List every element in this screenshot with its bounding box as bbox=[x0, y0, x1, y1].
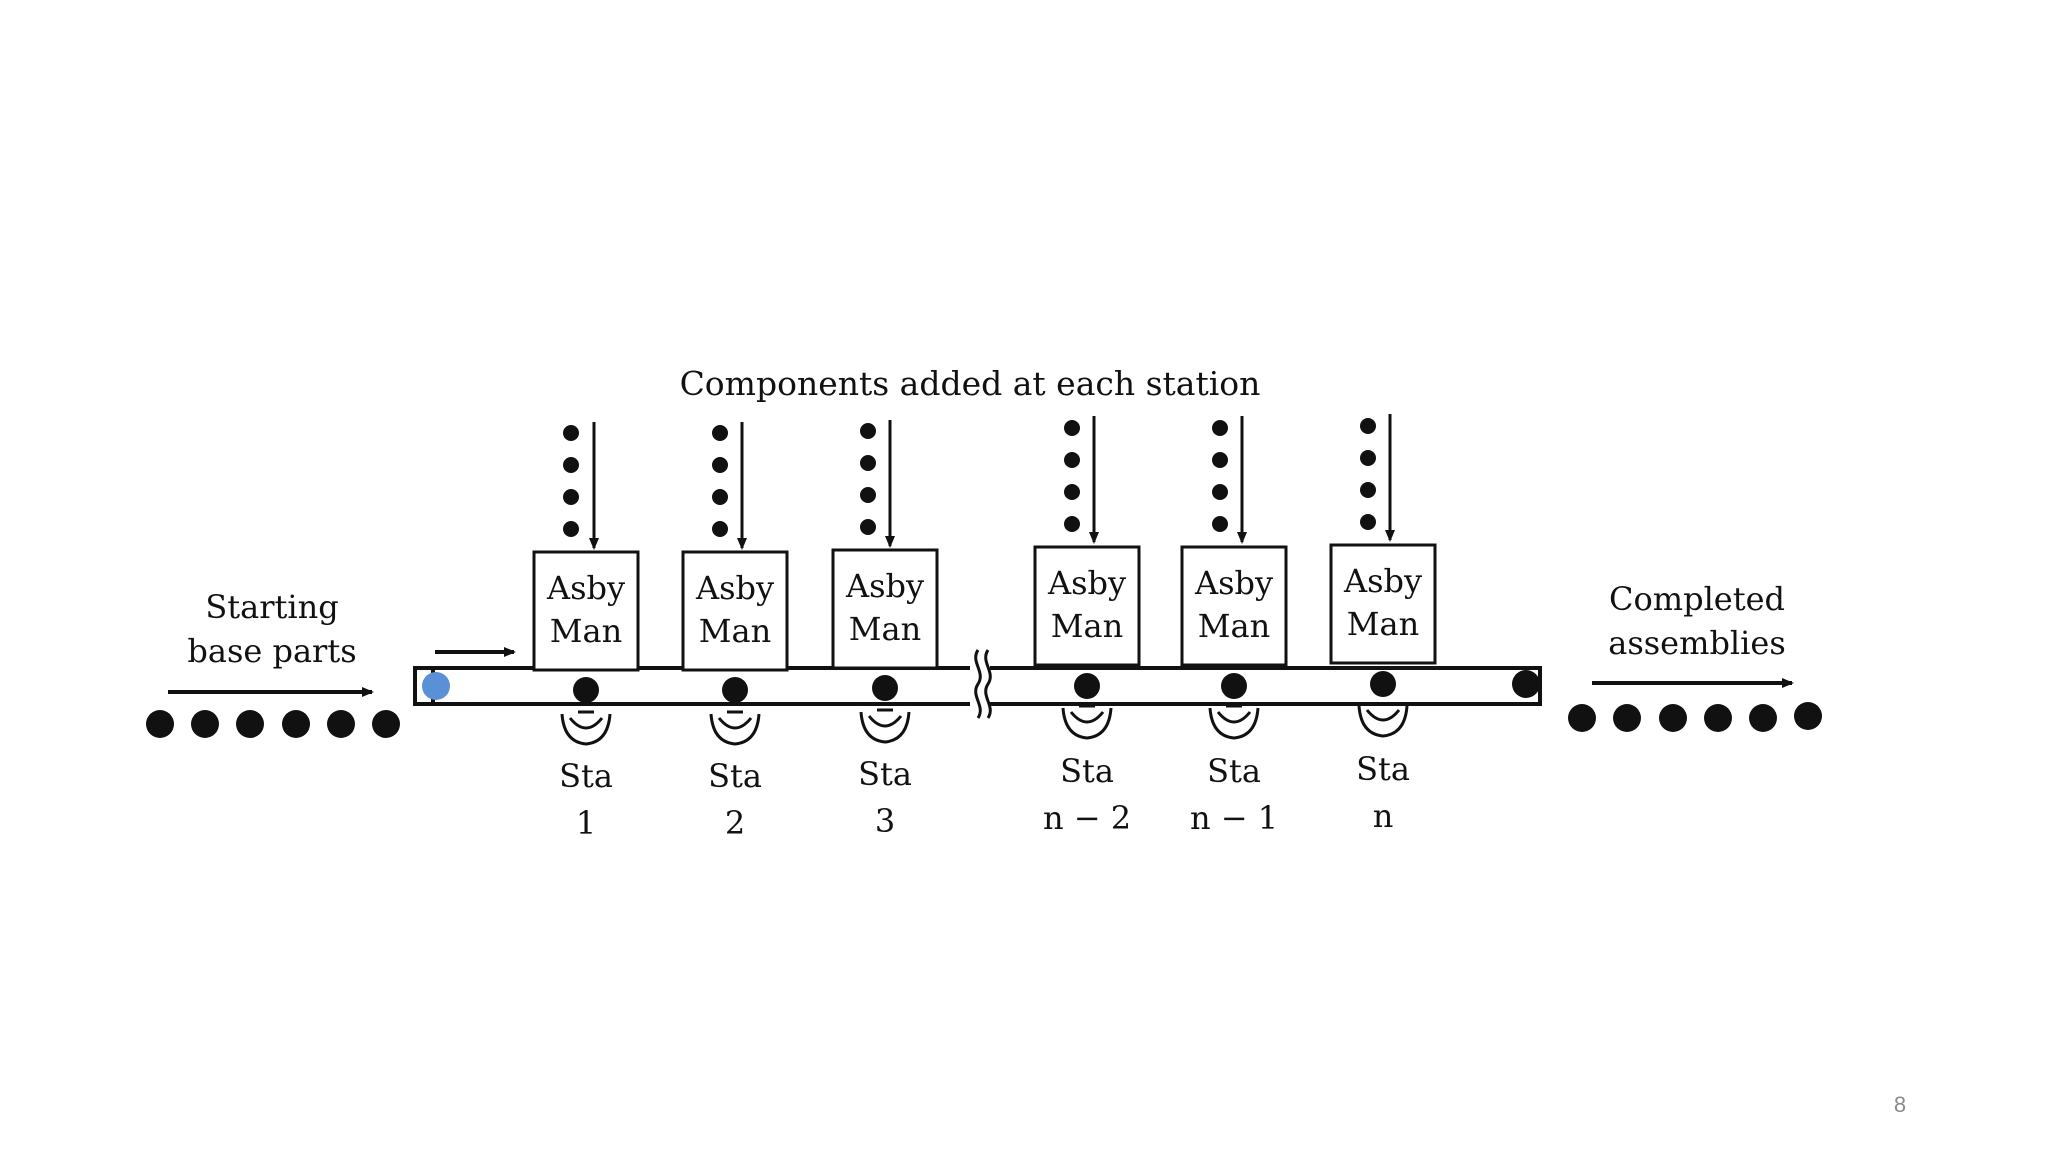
assembly-box bbox=[532, 550, 640, 672]
station-n: Asby Man Sta n bbox=[1329, 414, 1437, 835]
starting-parts bbox=[146, 710, 400, 738]
component-dot bbox=[563, 521, 579, 537]
station-3: Asby Man Sta 3 bbox=[831, 420, 939, 840]
base-part-dot bbox=[372, 710, 400, 738]
components-label: Components added at each station bbox=[680, 364, 1261, 403]
component-dot bbox=[712, 521, 728, 537]
station-number: 1 bbox=[576, 804, 596, 842]
slide-page-number: 8 bbox=[1893, 1092, 1907, 1117]
station-number: n − 1 bbox=[1190, 799, 1278, 837]
station-label: Sta bbox=[1207, 752, 1261, 790]
component-dot bbox=[1360, 514, 1376, 530]
assembly-dot bbox=[1704, 704, 1732, 732]
base-part-dot bbox=[191, 710, 219, 738]
workpiece-dot bbox=[872, 675, 898, 701]
component-dot bbox=[1064, 452, 1080, 468]
station-n-minus-1: Asby Man Sta n − 1 bbox=[1180, 416, 1288, 837]
component-dot bbox=[860, 455, 876, 471]
worker-icon bbox=[859, 708, 911, 744]
component-dot bbox=[563, 457, 579, 473]
assembly-box-line1: Asby bbox=[1194, 564, 1273, 602]
assembly-box-line2: Man bbox=[550, 612, 622, 650]
starting-label-line1: Starting bbox=[205, 588, 338, 626]
component-dot bbox=[1360, 418, 1376, 434]
assembly-box bbox=[831, 548, 939, 670]
component-dot bbox=[563, 489, 579, 505]
station-number: 2 bbox=[725, 804, 745, 842]
assembly-box bbox=[1180, 545, 1288, 667]
station-label: Sta bbox=[559, 757, 613, 795]
component-dot bbox=[860, 487, 876, 503]
assembly-box-line1: Asby bbox=[695, 569, 774, 607]
completed-parts bbox=[1568, 702, 1822, 732]
component-dot bbox=[563, 425, 579, 441]
workpiece-dot bbox=[1221, 673, 1247, 699]
conveyor-break-gap bbox=[970, 664, 990, 708]
station-number: n bbox=[1373, 797, 1394, 835]
completed-label-line1: Completed bbox=[1609, 580, 1785, 618]
conveyor bbox=[413, 649, 1542, 719]
component-dot bbox=[1360, 450, 1376, 466]
station-label: Sta bbox=[708, 757, 762, 795]
component-dot bbox=[1212, 452, 1228, 468]
assembly-box-line1: Asby bbox=[546, 569, 625, 607]
end-part-dot bbox=[1512, 670, 1540, 698]
workpiece-dot bbox=[1370, 671, 1396, 697]
assembly-box bbox=[1033, 545, 1141, 667]
worker-icon bbox=[1208, 704, 1260, 740]
station-label: Sta bbox=[1356, 750, 1410, 788]
assembly-box bbox=[1329, 543, 1437, 665]
workpiece-dot bbox=[722, 677, 748, 703]
component-dot bbox=[712, 425, 728, 441]
assembly-box-line2: Man bbox=[1051, 607, 1123, 645]
assembly-dot bbox=[1749, 704, 1777, 732]
worker-icon bbox=[560, 710, 612, 746]
assembly-box-line1: Asby bbox=[845, 567, 924, 605]
conveyor-break-mark bbox=[984, 649, 992, 719]
station-label: Sta bbox=[858, 755, 912, 793]
base-part-dot bbox=[282, 710, 310, 738]
component-dot bbox=[860, 423, 876, 439]
conveyor-break-mark bbox=[974, 649, 982, 719]
assembly-box bbox=[681, 550, 789, 672]
worker-icon bbox=[709, 710, 761, 746]
component-dot bbox=[1212, 484, 1228, 500]
assembly-box-line2: Man bbox=[699, 612, 771, 650]
component-dot bbox=[712, 457, 728, 473]
component-dot bbox=[1064, 484, 1080, 500]
base-part-dot bbox=[236, 710, 264, 738]
assembly-dot bbox=[1613, 704, 1641, 732]
assembly-box-line2: Man bbox=[1198, 607, 1270, 645]
component-dot bbox=[1212, 420, 1228, 436]
assembly-dot bbox=[1794, 702, 1822, 730]
completed-label-line2: assemblies bbox=[1608, 624, 1786, 662]
workpiece-dot bbox=[1074, 673, 1100, 699]
starting-label-line2: base parts bbox=[187, 632, 356, 670]
component-dot bbox=[1064, 420, 1080, 436]
assembly-box-line1: Asby bbox=[1343, 562, 1422, 600]
component-dot bbox=[860, 519, 876, 535]
base-part-dot bbox=[327, 710, 355, 738]
station-label: Sta bbox=[1060, 752, 1114, 790]
assembly-dot bbox=[1659, 704, 1687, 732]
worker-icon bbox=[1061, 704, 1113, 740]
assembly-box-line2: Man bbox=[849, 610, 921, 648]
worker-icon bbox=[1357, 702, 1409, 738]
first-part-dot bbox=[422, 672, 450, 700]
station-1: Asby Man Sta 1 bbox=[532, 422, 640, 842]
station-2: Asby Man Sta 2 bbox=[681, 422, 789, 842]
component-dot bbox=[1360, 482, 1376, 498]
assembly-box-line2: Man bbox=[1347, 605, 1419, 643]
workpiece-dot bbox=[573, 677, 599, 703]
station-number: 3 bbox=[875, 802, 895, 840]
component-dot bbox=[1064, 516, 1080, 532]
component-dot bbox=[1212, 516, 1228, 532]
component-dot bbox=[712, 489, 728, 505]
assembly-dot bbox=[1568, 704, 1596, 732]
base-part-dot bbox=[146, 710, 174, 738]
station-n-minus-2: Asby Man Sta n − 2 bbox=[1033, 416, 1141, 837]
assembly-box-line1: Asby bbox=[1047, 564, 1126, 602]
station-number: n − 2 bbox=[1043, 799, 1131, 837]
